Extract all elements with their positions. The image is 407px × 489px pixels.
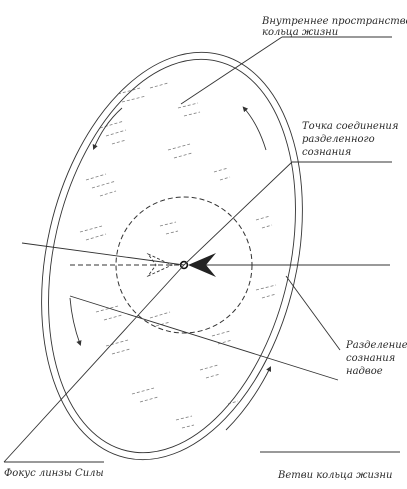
label-inner-space-line2: кольца жизни — [262, 27, 338, 38]
label-junction-line2: разделенного — [302, 134, 375, 145]
label-split-line1: Разделение — [345, 340, 407, 351]
flow-arrow-top-left — [92, 107, 123, 150]
label-split-line3: надвое — [346, 366, 383, 377]
inner-space-leader — [180, 36, 283, 105]
label-inner-space: Внутреннее пространство кольца жизни — [261, 16, 407, 38]
split-line-lower — [21, 242, 185, 266]
label-split: Разделение сознания надвое — [345, 340, 407, 377]
ring-flow-arrows — [69, 106, 271, 431]
lens-focus-line — [3, 264, 185, 463]
solid-arrowhead — [188, 253, 216, 277]
inner-space-hatching — [79, 82, 277, 429]
flow-arrow-top-right — [242, 106, 267, 151]
flow-arrow-bottom-left — [69, 297, 82, 347]
label-junction-line3: сознания — [302, 147, 351, 158]
label-junction: Точка соединения разделенного сознания — [302, 121, 402, 158]
flow-arrow-bottom-right — [225, 366, 271, 431]
life-ring-outer — [41, 51, 303, 461]
life-ring-inner — [48, 58, 296, 454]
junction-leader — [183, 161, 293, 266]
dashed-arrowhead — [146, 252, 174, 278]
label-ring-branches: Ветви кольца жизни — [277, 470, 392, 481]
label-split-line2: сознания — [346, 353, 395, 364]
split-leader — [285, 275, 341, 351]
label-inner-space-line1: Внутреннее пространство — [261, 16, 407, 27]
label-lens-focus: Фокус линзы Силы — [4, 468, 104, 479]
split-line-right — [69, 295, 339, 381]
label-junction-line1: Точка соединения — [302, 121, 399, 132]
